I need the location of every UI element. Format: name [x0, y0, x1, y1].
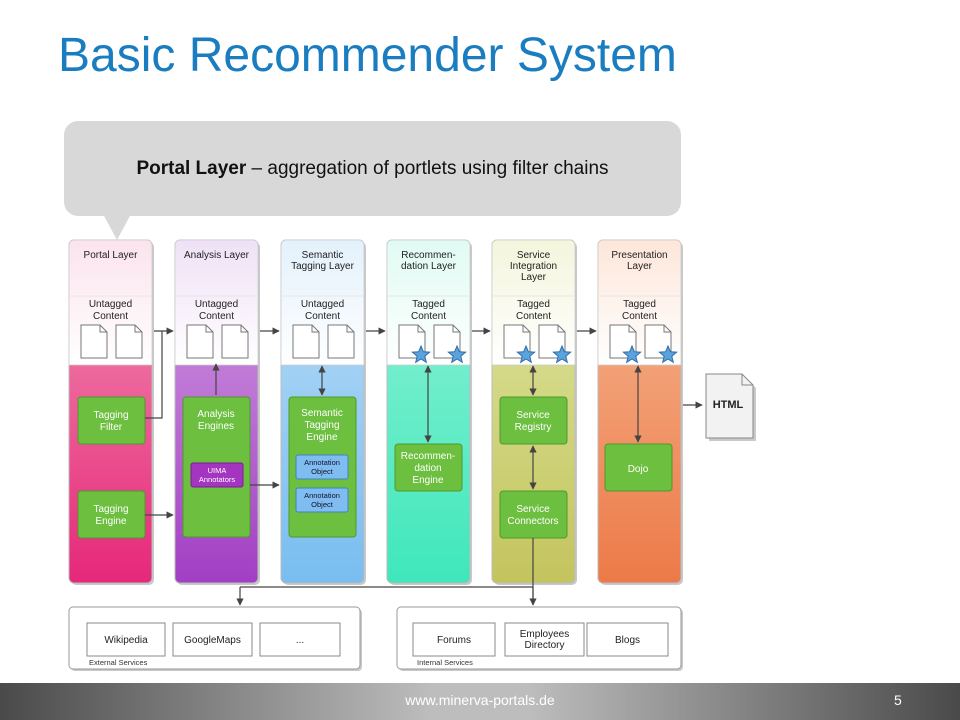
document-icon	[80, 324, 108, 359]
slide-title: Basic Recommender System	[58, 29, 677, 82]
service-item-label: Blogs	[615, 635, 640, 646]
document-icon	[115, 324, 143, 359]
engine-label: Dojo	[628, 464, 649, 475]
service-item-box	[504, 622, 585, 657]
service-group-label: External Services	[89, 658, 148, 667]
document-icon	[644, 324, 672, 359]
layer-title: Analysis Layer	[184, 250, 250, 261]
star-icon	[658, 344, 678, 364]
document-icon	[433, 324, 461, 359]
service-item-box	[86, 622, 166, 657]
uima-annotators-box	[190, 462, 244, 488]
dojo-box	[604, 443, 673, 492]
document-icon	[327, 324, 355, 359]
service-item-label: Wikipedia	[104, 635, 148, 646]
tagging-filter-box	[77, 396, 146, 445]
document-icon	[538, 324, 566, 359]
layer-title: Portal Layer	[84, 250, 139, 261]
callout-text: Portal Layer – aggregation of portlets u…	[64, 158, 681, 180]
recommendation-engine-box	[394, 443, 463, 492]
service-item-label: ...	[296, 635, 304, 646]
document-icon	[221, 324, 249, 359]
annotation-object-box	[295, 454, 349, 480]
document-icon	[292, 324, 320, 359]
document-icon	[503, 324, 531, 359]
service-item-box	[586, 622, 669, 657]
service-registry-box	[499, 396, 568, 445]
external-services-group: Wikipedia GoogleMaps... External Services	[68, 606, 362, 671]
flow-line	[145, 331, 163, 419]
callout-bold: Portal Layer	[136, 158, 247, 179]
footer-bar: www.minerva-portals.de 5	[0, 683, 960, 720]
service-group-label: Internal Services	[417, 658, 473, 667]
document-icon	[398, 324, 426, 359]
html-document-icon: HTML	[705, 373, 756, 441]
service-item-box	[412, 622, 496, 657]
callout-bubble: Portal Layer – aggregation of portlets u…	[64, 121, 681, 216]
callout-rest: – aggregation of portlets using filter c…	[246, 158, 609, 179]
callout-tail	[103, 214, 131, 240]
service-item-label: GoogleMaps	[184, 635, 241, 646]
service-item-label: Forums	[437, 635, 471, 646]
html-label: HTML	[713, 399, 744, 411]
star-icon	[447, 344, 467, 364]
service-item-box	[172, 622, 253, 657]
document-icon	[186, 324, 214, 359]
star-icon	[516, 344, 536, 364]
service-item-box	[259, 622, 341, 657]
layer-title: Recommen-dation Layer	[401, 250, 457, 272]
star-icon	[411, 344, 431, 364]
star-icon	[622, 344, 642, 364]
footer-url[interactable]: www.minerva-portals.de	[405, 692, 555, 708]
annotation-object-box	[295, 487, 349, 513]
document-icon	[609, 324, 637, 359]
star-icon	[552, 344, 572, 364]
page-number: 5	[894, 692, 902, 708]
